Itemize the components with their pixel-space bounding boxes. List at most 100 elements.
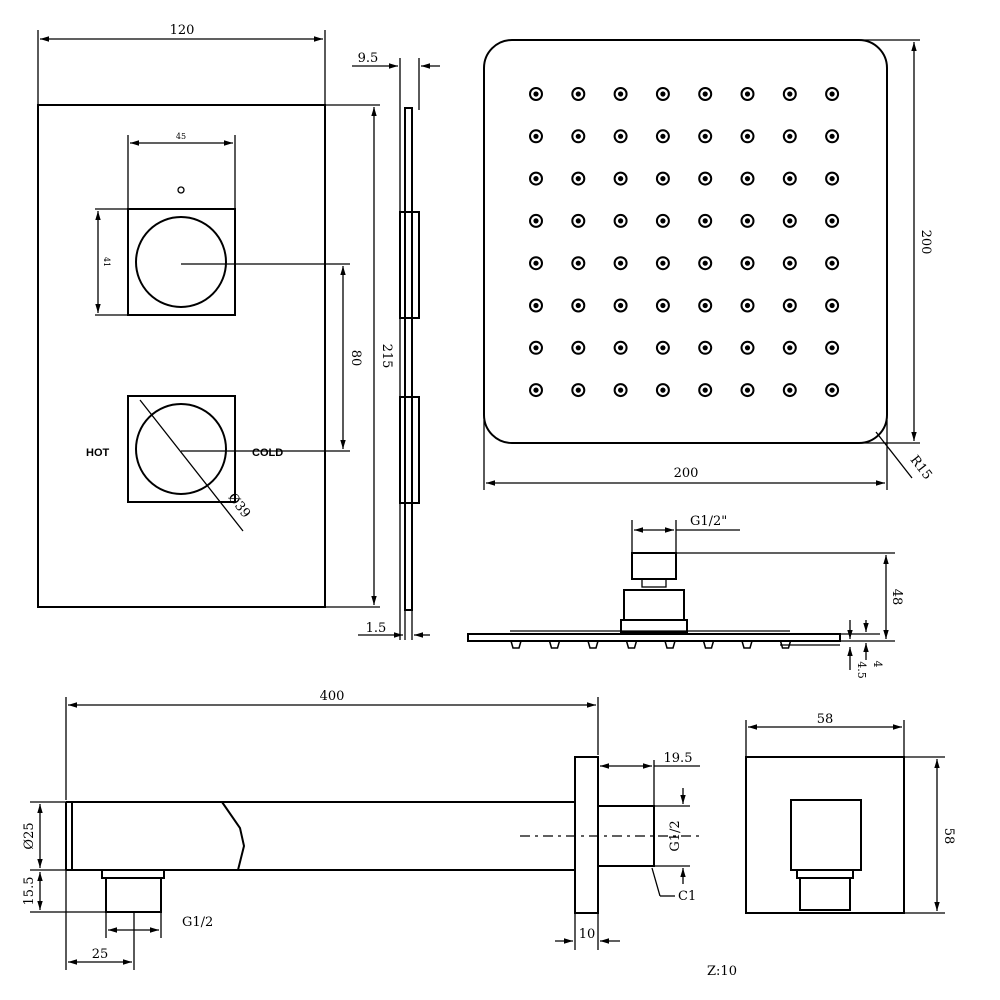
arm-length-label: 400 — [320, 689, 345, 704]
side-knob-top — [399, 211, 420, 319]
nozzle-hole — [787, 133, 793, 139]
nozzle — [655, 213, 670, 228]
nozzle — [571, 213, 586, 228]
flange-thickness-label: 10 — [579, 927, 596, 942]
nozzle — [698, 298, 713, 313]
nozzle — [655, 340, 670, 355]
nozzle-hole — [787, 387, 793, 393]
nozzle — [698, 87, 713, 101]
nozzle-grid — [529, 87, 840, 398]
side-nozzle — [779, 640, 792, 649]
nozzle — [740, 213, 755, 228]
bottom-knob-circle — [135, 403, 227, 495]
nozzle-hole — [618, 345, 624, 351]
top-knob-circle — [135, 216, 227, 308]
nozzle — [613, 129, 628, 144]
nozzle — [825, 256, 840, 271]
valve-front-view: 120 45 41 Ø39 HOT COLD 80 215 — [37, 23, 394, 608]
nozzle-hole — [575, 91, 581, 97]
nozzle — [740, 256, 755, 271]
nozzle — [782, 87, 797, 101]
nozzle-hole — [618, 302, 624, 309]
side-knob-bottom — [399, 396, 420, 504]
nozzle-hole — [660, 260, 666, 266]
nozzle-hole — [829, 260, 835, 266]
radius-leader — [875, 431, 913, 479]
nozzle — [825, 213, 840, 228]
nozzle — [825, 340, 840, 355]
arm-tube — [65, 801, 575, 871]
nozzle-hole — [829, 302, 835, 309]
nozzle-hole — [744, 260, 751, 266]
nozzle-hole — [702, 345, 708, 351]
nozzle — [825, 87, 840, 101]
valve-width-label: 120 — [170, 23, 195, 38]
nozzle — [740, 87, 755, 101]
side-nozzle — [741, 640, 753, 649]
arm-outlet-position-label: 25 — [92, 947, 109, 962]
nozzle — [782, 171, 797, 186]
nozzle — [698, 129, 713, 144]
nozzle-hole — [533, 133, 539, 139]
wall-plate-height-label: 58 — [941, 828, 956, 845]
nozzle — [613, 171, 628, 186]
shower-arm-view: 400 Ø25 15.5 G1/2 25 19.5 — [22, 689, 700, 970]
nozzle-hole — [533, 91, 539, 97]
head-width-label: 200 — [674, 466, 699, 481]
nozzle-hole — [702, 387, 708, 393]
nozzle-hole — [702, 260, 708, 266]
nozzle — [571, 87, 586, 101]
nozzle-hole — [660, 302, 666, 309]
nozzle — [740, 383, 755, 398]
valve-plate-outline — [37, 104, 326, 608]
nozzle-hole — [744, 133, 751, 139]
nozzle-hole — [575, 176, 581, 182]
side-nozzle — [702, 640, 715, 649]
nozzle-hole — [660, 91, 666, 97]
nozzle — [529, 213, 543, 228]
nozzle-hole — [618, 91, 624, 97]
arm-offset-label: 15.5 — [22, 877, 37, 906]
nozzle — [613, 87, 628, 101]
nozzle — [698, 383, 713, 398]
nozzle-hole — [618, 176, 624, 182]
valve-depth-label: 9.5 — [358, 51, 379, 66]
side-nozzle — [548, 640, 561, 649]
nozzle — [529, 298, 543, 313]
head-plate-side — [467, 633, 841, 642]
nozzle-hole — [787, 218, 793, 224]
indicator-dot — [177, 186, 185, 194]
nozzle-hole — [660, 218, 666, 224]
nozzle-hole — [660, 133, 666, 139]
side-nozzle — [587, 640, 599, 649]
nozzle-hole — [660, 345, 666, 351]
arm-wall-flange — [574, 756, 599, 914]
arm-outlet-thread — [105, 877, 162, 913]
nozzle — [782, 340, 797, 355]
diameter-leader — [139, 399, 244, 532]
nozzle — [529, 383, 543, 398]
nozzle-hole — [787, 302, 793, 309]
nozzle-hole — [575, 218, 581, 224]
nozzle — [529, 340, 543, 355]
head-swivel-ball — [623, 589, 685, 621]
nozzle — [825, 298, 840, 313]
nozzle — [571, 129, 586, 144]
nozzle-hole — [702, 176, 708, 182]
nozzle — [613, 256, 628, 271]
nozzle-hole — [787, 345, 793, 351]
shower-head-side-view: G1/2" 48 4 4.5 — [467, 514, 904, 679]
nozzle-hole — [660, 176, 666, 182]
nozzle-hole — [744, 91, 751, 97]
nozzle-hole — [829, 345, 835, 351]
side-plate — [404, 107, 413, 611]
side-nozzle-row — [510, 640, 792, 649]
nozzle-hole — [533, 176, 539, 182]
nozzle — [571, 171, 586, 186]
nozzle — [571, 256, 586, 271]
nozzle — [698, 171, 713, 186]
nozzle-hole — [618, 133, 624, 139]
arm-diameter-label: Ø25 — [22, 822, 37, 849]
nozzle — [782, 298, 797, 313]
